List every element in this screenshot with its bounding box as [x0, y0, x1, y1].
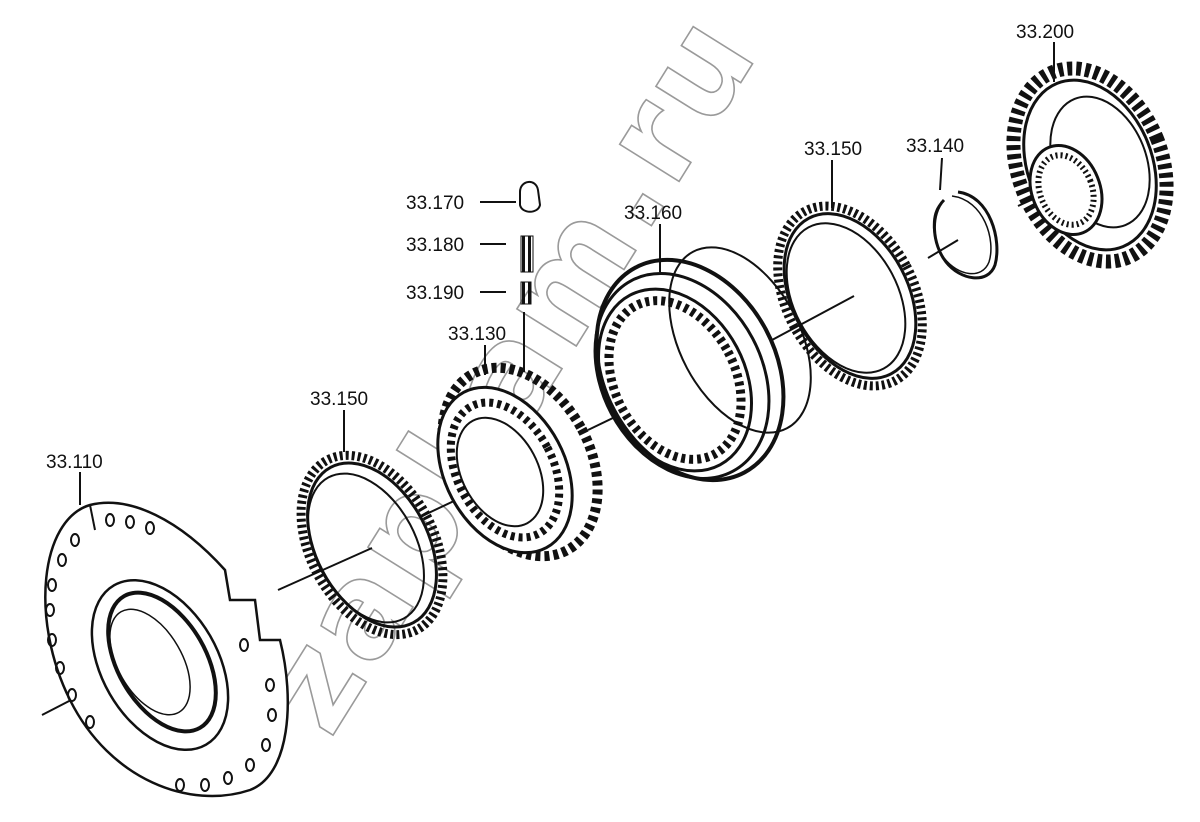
label-33-160: 33.160: [624, 203, 682, 224]
label-33-170: 33.170: [406, 193, 464, 214]
label-33-200: 33.200: [1016, 22, 1074, 43]
part-33-150-ring-lower: [296, 450, 448, 640]
label-33-150-upper: 33.150: [804, 139, 862, 160]
part-33-190-ball: [520, 281, 532, 305]
label-33-150-lower: 33.150: [310, 389, 368, 410]
part-33-150-ring-upper: [773, 201, 927, 391]
part-33-160-sleeve: [593, 246, 812, 483]
part-33-110-plate: [44, 501, 289, 798]
part-33-130-hub: [436, 362, 603, 562]
plate-bolt-holes: [45, 513, 277, 792]
part-33-170-plunger: [519, 181, 542, 213]
detent-parts: [519, 181, 542, 305]
label-33-180: 33.180: [406, 235, 464, 256]
label-33-130: 33.130: [448, 324, 506, 345]
label-33-140: 33.140: [906, 136, 964, 157]
label-33-110: 33.110: [46, 452, 103, 473]
part-33-200-gear: [1006, 61, 1174, 269]
part-33-140-snap-ring: [932, 190, 999, 280]
part-33-180-spring: [520, 235, 534, 273]
leader-lines: [79, 42, 1055, 505]
part-labels: 33.110 33.150 33.130 33.190 33.180 33.17…: [46, 22, 1074, 473]
label-33-190: 33.190: [406, 283, 464, 304]
